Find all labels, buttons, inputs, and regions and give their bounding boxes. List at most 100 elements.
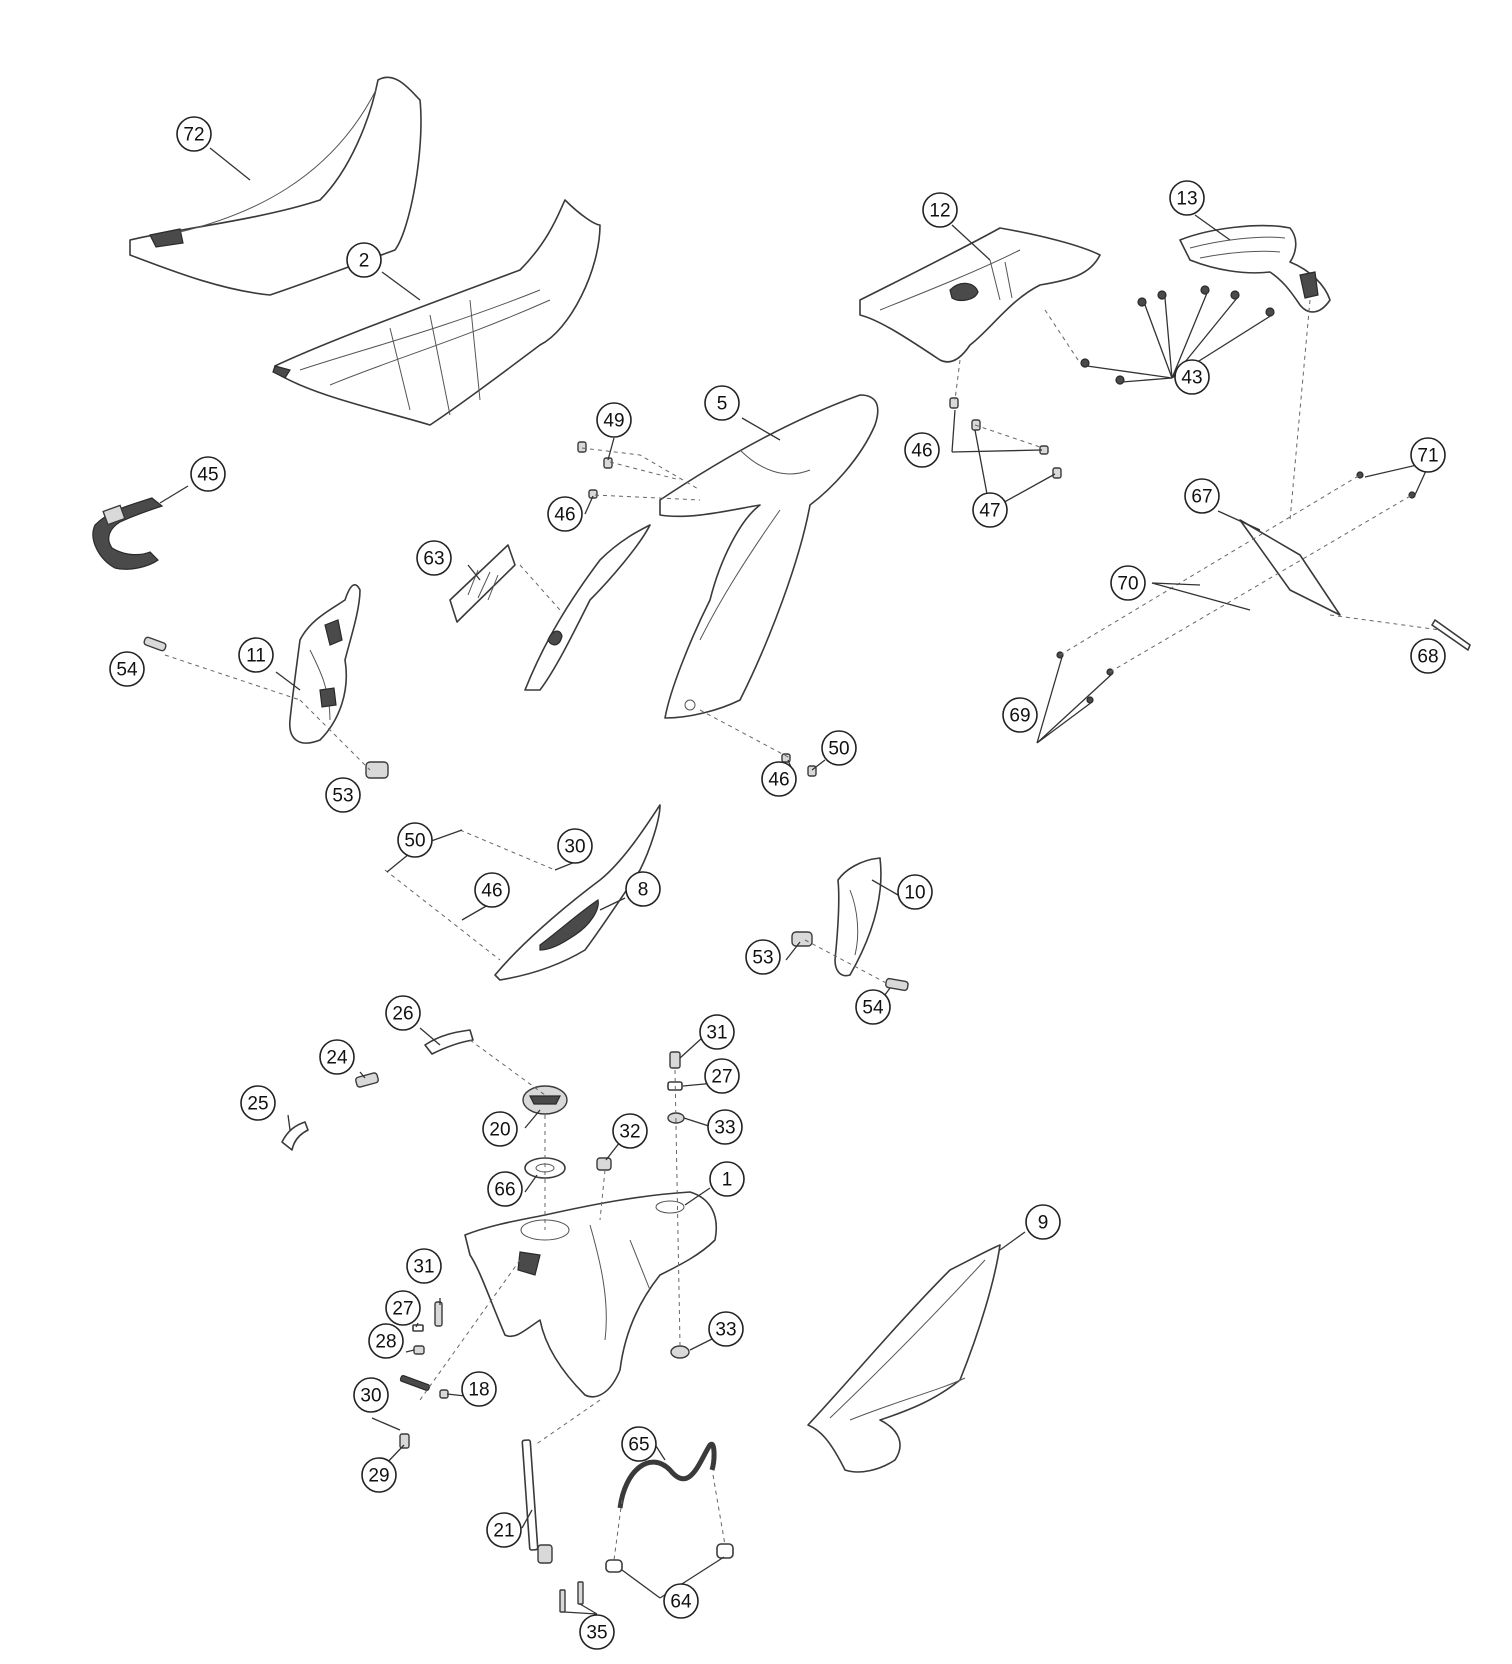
callout-1: 1	[709, 1161, 745, 1197]
callout-number: 5	[717, 394, 728, 415]
callout-circle	[972, 492, 1008, 528]
callout-27: 27	[704, 1058, 740, 1094]
callout-8: 8	[625, 871, 661, 907]
callout-number: 46	[911, 441, 932, 462]
callout-number: 31	[706, 1023, 727, 1044]
callout-circle	[486, 1512, 522, 1548]
callout-circle	[368, 1323, 404, 1359]
callout-number: 11	[246, 646, 266, 667]
callout-28: 28	[368, 1323, 404, 1359]
callout-29: 29	[361, 1457, 397, 1493]
callout-circle	[461, 1371, 497, 1407]
callout-circle	[190, 456, 226, 492]
callout-circle	[904, 432, 940, 468]
callout-circle	[238, 637, 274, 673]
callout-number: 47	[979, 501, 1000, 522]
callout-circle	[579, 1614, 615, 1650]
callout-circle	[1184, 478, 1220, 514]
callout-65: 65	[621, 1426, 657, 1462]
callout-67: 67	[1184, 478, 1220, 514]
callout-66: 66	[487, 1171, 523, 1207]
callout-number: 66	[494, 1180, 515, 1201]
callout-circle	[709, 1161, 745, 1197]
callout-number: 29	[368, 1466, 389, 1487]
callout-number: 43	[1181, 368, 1202, 389]
callout-number: 18	[468, 1380, 489, 1401]
callout-number: 46	[554, 505, 575, 526]
callout-number: 27	[392, 1299, 413, 1320]
callout-30: 30	[557, 828, 593, 864]
callout-number: 31	[413, 1257, 434, 1278]
callout-46: 46	[547, 496, 583, 532]
alignment-lines	[164, 299, 1441, 1561]
callout-35: 35	[579, 1614, 615, 1650]
callout-46: 46	[761, 761, 797, 797]
callout-circle	[557, 828, 593, 864]
callout-number: 69	[1009, 706, 1030, 727]
callout-circle	[707, 1109, 743, 1145]
callout-circle	[109, 651, 145, 687]
callout-25: 25	[240, 1085, 276, 1121]
callout-circle	[708, 1311, 744, 1347]
callout-circle	[353, 1377, 389, 1413]
callout-number: 46	[768, 770, 789, 791]
callout-number: 46	[481, 881, 502, 902]
callout-number: 45	[197, 465, 218, 486]
callout-46: 46	[474, 872, 510, 908]
callout-31: 31	[699, 1014, 735, 1050]
callout-11: 11	[238, 637, 274, 673]
callout-circle	[922, 192, 958, 228]
callout-circle	[1169, 180, 1205, 216]
callout-13: 13	[1169, 180, 1205, 216]
callout-circle	[821, 730, 857, 766]
part-breather-hoses	[281, 1029, 474, 1151]
callout-43: 43	[1174, 359, 1210, 395]
callout-circle	[897, 874, 933, 910]
callout-18: 18	[461, 1371, 497, 1407]
callout-circle	[319, 1039, 355, 1075]
callout-number: 9	[1038, 1213, 1049, 1234]
callout-number: 20	[489, 1120, 510, 1141]
callout-53: 53	[745, 939, 781, 975]
callout-circle	[346, 242, 382, 278]
callout-circle	[406, 1248, 442, 1284]
callout-49: 49	[596, 402, 632, 438]
part-tank-shroud	[494, 804, 661, 981]
callout-number: 21	[493, 1521, 514, 1542]
callout-10: 10	[897, 874, 933, 910]
callout-number: 50	[404, 831, 425, 852]
callout-circle	[1410, 437, 1446, 473]
callout-circle	[596, 402, 632, 438]
bolt-54-left	[143, 636, 167, 652]
callout-number: 49	[603, 411, 624, 432]
bushing-53-right	[791, 931, 813, 947]
callout-circle	[325, 777, 361, 813]
part-fuel-tank	[464, 1191, 717, 1398]
callout-number: 10	[904, 883, 925, 904]
callout-20: 20	[482, 1111, 518, 1147]
callout-24: 24	[319, 1039, 355, 1075]
callout-5: 5	[704, 385, 740, 421]
callout-number: 53	[332, 786, 353, 807]
callout-circle	[1025, 1204, 1061, 1240]
callout-number: 63	[423, 549, 444, 570]
fasteners-top	[577, 397, 1062, 777]
callout-number: 68	[1417, 647, 1438, 668]
callout-circle	[855, 989, 891, 1025]
callout-circle	[482, 1111, 518, 1147]
callout-54: 54	[109, 651, 145, 687]
callout-45: 45	[190, 456, 226, 492]
part-strap	[92, 497, 164, 570]
callout-number: 13	[1176, 189, 1197, 210]
callout-number: 1	[722, 1170, 733, 1191]
callout-64: 64	[663, 1583, 699, 1619]
callout-33: 33	[707, 1109, 743, 1145]
callout-number: 35	[586, 1623, 607, 1644]
callout-circle	[1002, 697, 1038, 733]
callout-circle	[663, 1583, 699, 1619]
part-tail-bracket	[1179, 224, 1331, 313]
part-side-panel-right	[807, 1244, 1001, 1473]
callout-circle	[397, 822, 433, 858]
callout-47: 47	[972, 492, 1008, 528]
